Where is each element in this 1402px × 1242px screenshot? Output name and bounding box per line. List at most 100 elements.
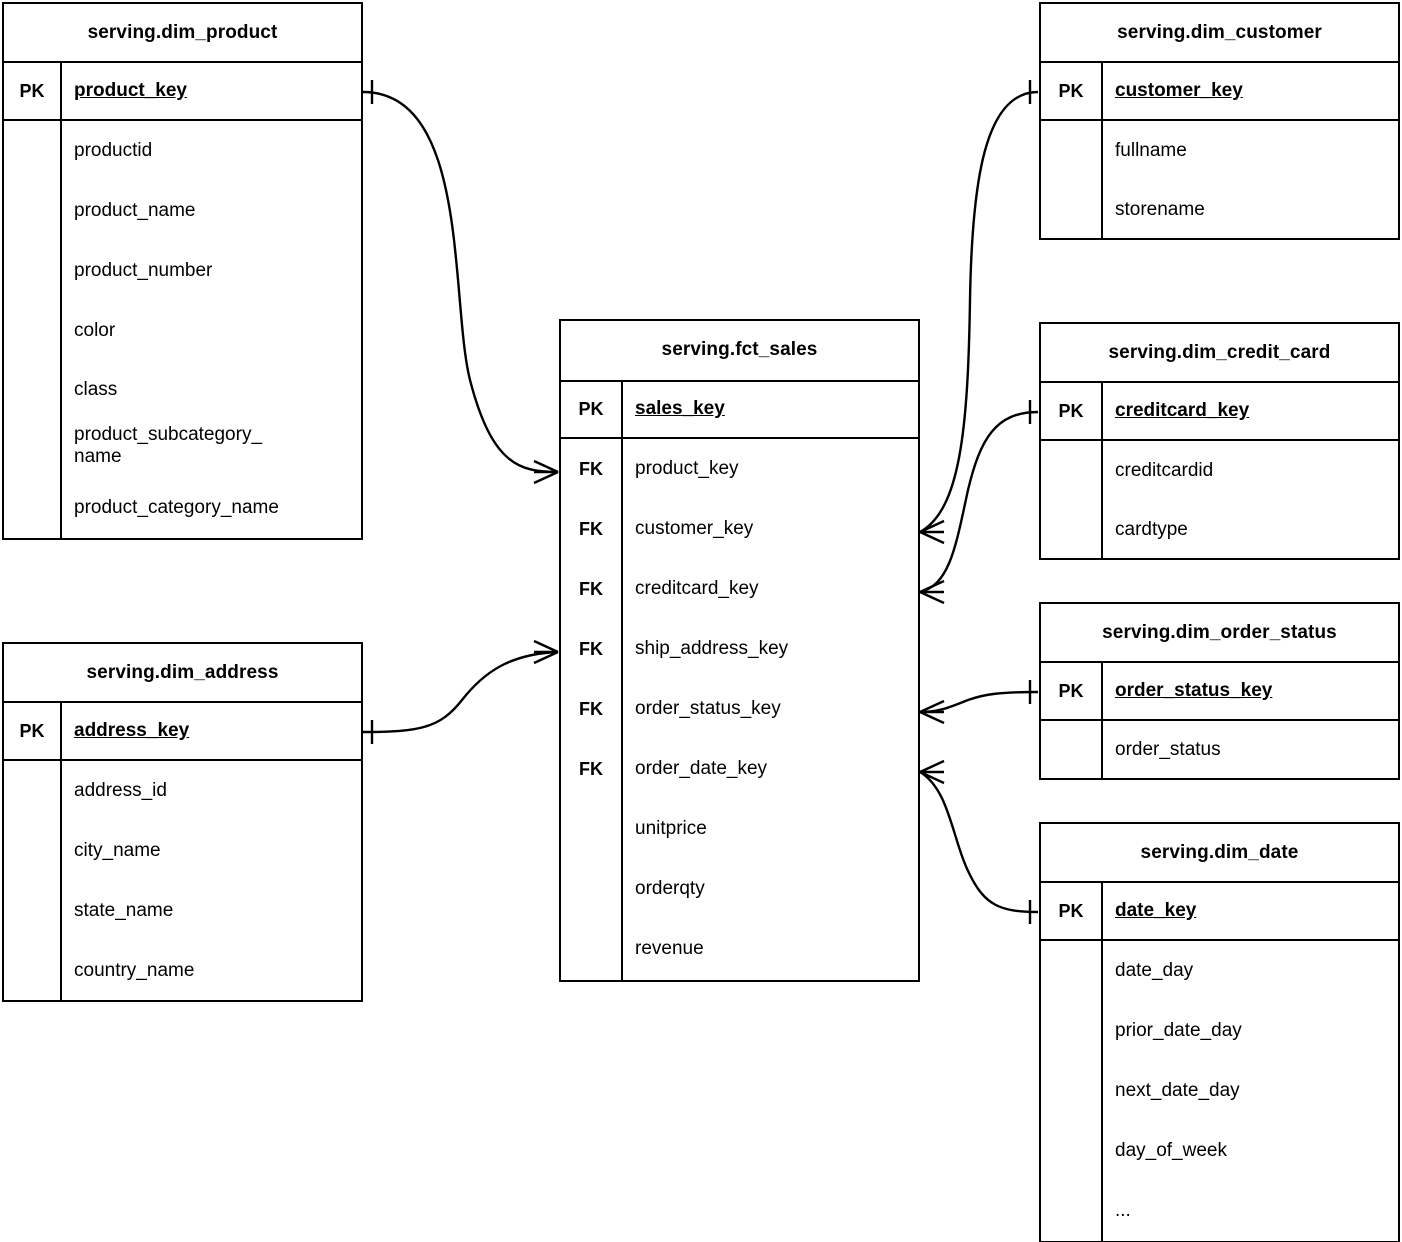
attribute-block-dim-order-status: order_status xyxy=(1041,721,1398,778)
pk-field-address-key: address_key xyxy=(74,719,190,741)
relationship-orderstatus xyxy=(919,680,1039,725)
attribute-column: address_id city_name state_name country_… xyxy=(62,761,361,1000)
entity-dim-address[interactable]: serving.dim_address PK address_key addre… xyxy=(2,642,363,1002)
attribute-row: address_id xyxy=(74,780,167,801)
attribute-row: product_number xyxy=(74,260,213,281)
attribute-row: city_name xyxy=(74,840,161,861)
fk-badge: FK xyxy=(561,619,623,679)
pk-badge: PK xyxy=(1041,383,1103,439)
measure-row: orderqty xyxy=(561,859,918,919)
empty-key-column xyxy=(1041,721,1103,778)
empty-key-column xyxy=(1041,941,1103,1241)
entity-dim-order-status[interactable]: serving.dim_order_status PK order_status… xyxy=(1039,602,1400,780)
attribute-row: class xyxy=(74,378,118,400)
relationship-creditcard xyxy=(919,400,1039,605)
pk-row-dim-product: PK product_key xyxy=(4,63,361,121)
fk-badge: FK xyxy=(561,499,623,559)
fk-field-ship-address-key: ship_address_key xyxy=(635,637,789,659)
attribute-row: product_subcategory_ name xyxy=(74,424,263,468)
pk-field-creditcard-key: creditcard_key xyxy=(1115,399,1250,421)
relationship-address xyxy=(362,639,559,744)
entity-fct-sales[interactable]: serving.fct_sales PK sales_key FK produc… xyxy=(559,319,920,982)
attribute-column: fullname storename xyxy=(1103,121,1398,238)
pk-field-date-key: date_key xyxy=(1115,899,1197,921)
relationship-customer xyxy=(919,80,1039,545)
entity-title-dim-credit-card: serving.dim_credit_card xyxy=(1041,324,1398,383)
attribute-column: order_status xyxy=(1103,721,1398,778)
attribute-row: cardtype xyxy=(1115,518,1188,540)
attribute-row: day_of_week xyxy=(1115,1140,1227,1161)
pk-badge: PK xyxy=(4,703,62,759)
attribute-block-dim-product: productid product_name product_number co… xyxy=(4,121,361,538)
fk-row: FK customer_key xyxy=(561,499,918,559)
empty-key-cell xyxy=(561,919,623,980)
pk-badge: PK xyxy=(1041,63,1103,119)
fk-field-order-status-key: order_status_key xyxy=(635,697,781,719)
pk-badge: PK xyxy=(1041,883,1103,939)
attribute-block-dim-customer: fullname storename xyxy=(1041,121,1398,238)
attribute-column: creditcardid cardtype xyxy=(1103,441,1398,558)
empty-key-cell xyxy=(561,859,623,919)
entity-dim-product[interactable]: serving.dim_product PK product_key produ… xyxy=(2,2,363,540)
pk-row-dim-customer: PK customer_key xyxy=(1041,63,1398,121)
fk-field-creditcard-key: creditcard_key xyxy=(635,577,759,599)
attribute-row: country_name xyxy=(74,959,195,981)
entity-title-dim-date: serving.dim_date xyxy=(1041,824,1398,883)
fk-badge: FK xyxy=(561,679,623,739)
entity-dim-credit-card[interactable]: serving.dim_credit_card PK creditcard_ke… xyxy=(1039,322,1400,560)
field-column: FK product_key FK customer_key FK credit… xyxy=(561,439,918,980)
fk-field-customer-key: customer_key xyxy=(635,517,754,539)
attribute-block-dim-address: address_id city_name state_name country_… xyxy=(4,761,361,1000)
empty-key-column xyxy=(1041,121,1103,238)
fk-badge: FK xyxy=(561,559,623,619)
measure-orderqty: orderqty xyxy=(635,877,705,899)
entity-title-dim-address: serving.dim_address xyxy=(4,644,361,703)
entity-dim-date[interactable]: serving.dim_date PK date_key date_day pr… xyxy=(1039,822,1400,1242)
pk-field-order-status-key: order_status_key xyxy=(1115,679,1273,701)
attribute-column: productid product_name product_number co… xyxy=(62,121,361,538)
pk-row-dim-credit-card: PK creditcard_key xyxy=(1041,383,1398,441)
empty-key-column xyxy=(4,761,62,1000)
entity-title-dim-customer: serving.dim_customer xyxy=(1041,4,1398,63)
attribute-row: fullname xyxy=(1115,140,1187,161)
pk-badge: PK xyxy=(4,63,62,119)
crowsfoot-date xyxy=(919,759,945,785)
attribute-row: next_date_day xyxy=(1115,1080,1240,1101)
attribute-row: order_status xyxy=(1115,738,1221,760)
attribute-row: prior_date_day xyxy=(1115,1020,1242,1041)
attribute-block-dim-date: date_day prior_date_day next_date_day da… xyxy=(1041,941,1398,1241)
entity-title-dim-product: serving.dim_product xyxy=(4,4,361,63)
pk-field-product-key: product_key xyxy=(74,79,187,101)
entity-dim-customer[interactable]: serving.dim_customer PK customer_key ful… xyxy=(1039,2,1400,240)
pk-row-dim-order-status: PK order_status_key xyxy=(1041,663,1398,721)
attribute-row: product_name xyxy=(74,200,196,221)
pk-field-customer-key: customer_key xyxy=(1115,79,1243,101)
empty-key-column xyxy=(4,121,62,538)
crowsfoot-customer xyxy=(919,519,945,545)
fk-badge: FK xyxy=(561,439,623,499)
crowsfoot-creditcard xyxy=(919,579,945,605)
attribute-row: product_category_name xyxy=(74,496,279,518)
fk-badge: FK xyxy=(561,739,623,799)
crowsfoot-orderstatus xyxy=(919,699,945,725)
pk-field-sales-key: sales_key xyxy=(635,398,725,420)
attribute-block-dim-credit-card: creditcardid cardtype xyxy=(1041,441,1398,558)
attribute-row-ellipsis: ... xyxy=(1115,1200,1131,1221)
empty-key-cell xyxy=(561,799,623,859)
measure-revenue: revenue xyxy=(635,938,704,960)
pk-row-dim-address: PK address_key xyxy=(4,703,361,761)
pk-row-dim-date: PK date_key xyxy=(1041,883,1398,941)
empty-key-column xyxy=(1041,441,1103,558)
measure-row: revenue xyxy=(561,919,918,980)
attribute-column: date_day prior_date_day next_date_day da… xyxy=(1103,941,1398,1241)
fk-row: FK creditcard_key xyxy=(561,559,918,619)
fk-field-order-date-key: order_date_key xyxy=(635,757,768,779)
relationship-product xyxy=(362,80,559,485)
measure-unitprice: unitprice xyxy=(635,817,707,839)
crowsfoot-address xyxy=(533,639,559,665)
fk-row: FK product_key xyxy=(561,439,918,499)
fk-row: FK order_status_key xyxy=(561,679,918,739)
attribute-row: color xyxy=(74,320,116,341)
crowsfoot-product xyxy=(533,459,559,485)
